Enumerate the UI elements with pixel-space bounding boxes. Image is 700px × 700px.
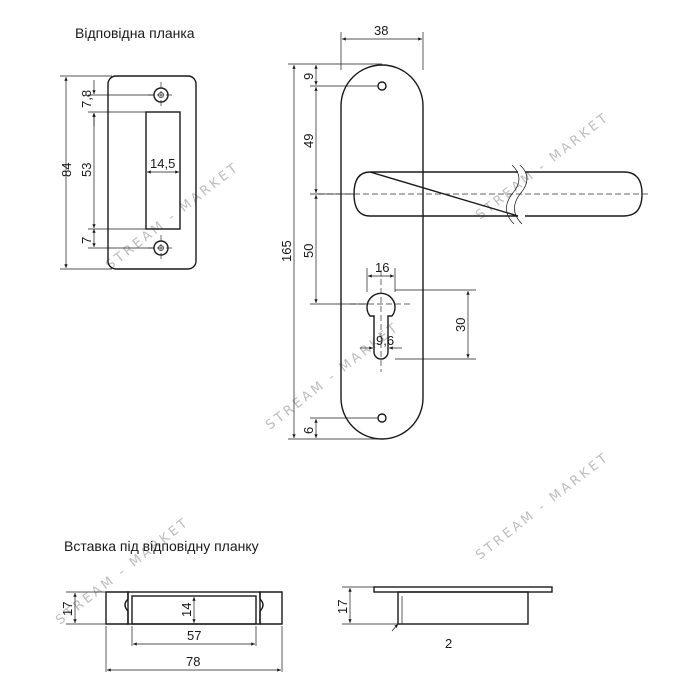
handle-view: 38 9 49 50 6 165 16 30 9,6 xyxy=(279,23,650,440)
dim-plate-slot: 53 xyxy=(79,163,94,177)
insert-front-view: 17 14 57 78 xyxy=(60,591,283,672)
dim-handle-top: 9 xyxy=(301,73,316,80)
insert-side-flange xyxy=(373,586,553,593)
watermark: STREAM - MARKET xyxy=(103,160,243,274)
insert-flange-left xyxy=(105,591,129,625)
key-cylinder-hole xyxy=(366,292,396,360)
dim-plate-bottom: 7 xyxy=(79,237,94,244)
dim-plate-slot-width: 14,5 xyxy=(150,156,175,171)
screw-hole xyxy=(377,81,387,91)
dim-insert-inner-width: 57 xyxy=(187,628,201,643)
dim-side-thickness: 2 xyxy=(445,636,452,651)
dim-key-height: 30 xyxy=(453,318,468,332)
dim-key-width: 16 xyxy=(375,260,389,275)
strike-plate-view: 84 7,8 53 7 14,5 xyxy=(59,75,197,270)
insert-cavity xyxy=(131,595,257,625)
dim-plate-top: 7,8 xyxy=(79,90,94,108)
handle-backplate xyxy=(340,64,424,440)
watermark: STREAM - MARKET xyxy=(473,110,613,224)
dim-key-slot: 9,6 xyxy=(376,333,394,348)
dim-insert-total-width: 78 xyxy=(186,654,200,669)
dim-plate-height: 84 xyxy=(59,163,74,177)
strike-plate-title: Відповідна планка xyxy=(75,25,195,41)
insert-side-body xyxy=(397,591,529,625)
dim-insert-height: 17 xyxy=(60,602,75,616)
dim-lever-to-key: 50 xyxy=(301,244,316,258)
dim-side-height: 17 xyxy=(335,600,350,614)
strike-plate-slot xyxy=(145,111,181,230)
screw-hole xyxy=(377,413,387,423)
dim-handle-total: 165 xyxy=(279,240,294,262)
dim-insert-inner-height: 14 xyxy=(179,603,194,617)
dim-handle-width: 38 xyxy=(374,23,388,38)
insert-title: Вставка під відповідну планку xyxy=(64,538,259,554)
watermark: STREAM - MARKET xyxy=(473,450,613,564)
dim-handle-to-lever: 49 xyxy=(301,134,316,148)
insert-flange-right xyxy=(259,591,283,625)
insert-side-view: 17 2 xyxy=(335,586,553,651)
strike-plate-outline xyxy=(107,75,197,270)
dim-handle-bottom: 6 xyxy=(301,427,316,434)
